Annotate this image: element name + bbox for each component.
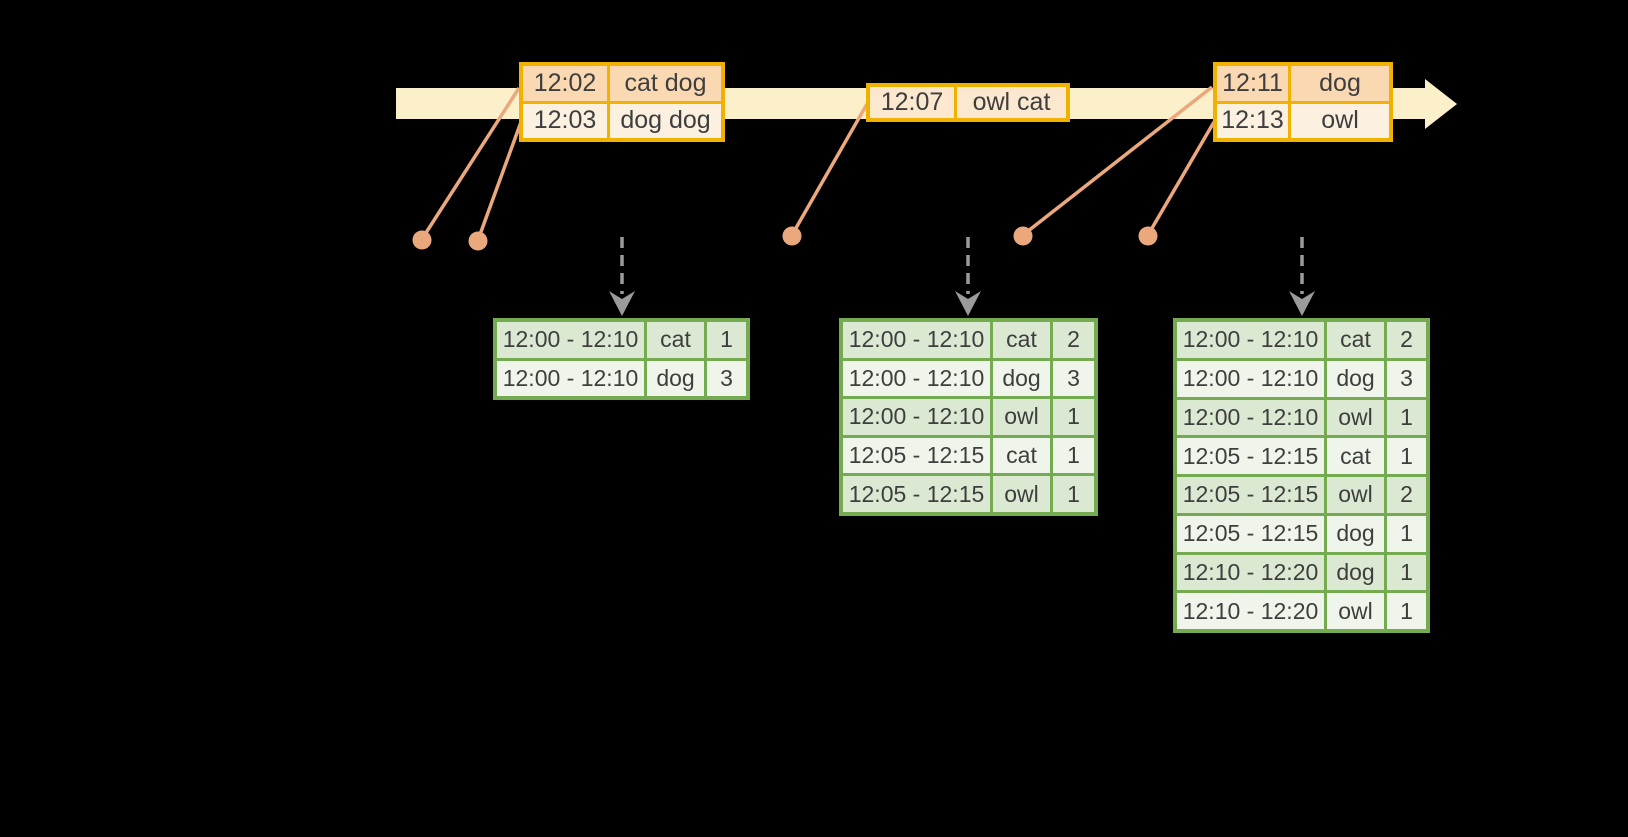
event-time-cell: 12:07 xyxy=(870,87,954,118)
window-cell: 12:00 - 12:10 xyxy=(1177,399,1324,436)
window-cell: 12:05 - 12:15 xyxy=(1177,477,1324,513)
window-cell: 12:00 - 12:10 xyxy=(1177,360,1324,397)
event-connector-line xyxy=(1146,121,1216,236)
count-cell: 1 xyxy=(1053,437,1094,474)
count-cell: 1 xyxy=(1053,476,1094,512)
window-cell: 12:05 - 12:15 xyxy=(1177,438,1324,474)
window-cell: 12:10 - 12:20 xyxy=(1177,593,1324,629)
count-cell: 1 xyxy=(1387,554,1426,591)
result-table-2: 12:00 - 12:10 cat 2 12:00 - 12:10 dog 3 … xyxy=(839,318,1098,516)
count-cell: 2 xyxy=(1387,477,1426,513)
trigger-arrowhead-icon xyxy=(955,291,981,316)
event-words-cell: dog dog xyxy=(610,103,721,138)
count-cell: 2 xyxy=(1053,322,1094,358)
event-words-cell: owl cat xyxy=(957,87,1066,118)
word-cell: owl xyxy=(993,476,1050,512)
word-cell: owl xyxy=(1327,593,1384,629)
count-cell: 3 xyxy=(1387,360,1426,397)
word-cell: owl xyxy=(1327,477,1384,513)
event-time-cell: 12:11 xyxy=(1217,66,1288,101)
trigger-arrowhead-icon xyxy=(609,291,635,316)
window-cell: 12:00 - 12:10 xyxy=(497,322,644,358)
trigger-arrowhead-icon xyxy=(1289,291,1315,316)
event-connector-line xyxy=(420,87,521,240)
word-cell: dog xyxy=(993,360,1050,397)
window-cell: 12:00 - 12:10 xyxy=(843,322,990,358)
word-cell: cat xyxy=(1327,322,1384,358)
window-cell: 12:00 - 12:10 xyxy=(497,360,644,396)
result-table-3: 12:00 - 12:10 cat 2 12:00 - 12:10 dog 3 … xyxy=(1173,318,1430,633)
event-connector-line xyxy=(476,121,523,241)
count-cell: 1 xyxy=(1387,515,1426,552)
event-table-1: 12:02 cat dog 12:03 dog dog xyxy=(519,62,725,142)
window-cell: 12:00 - 12:10 xyxy=(1177,322,1324,358)
event-connector-line xyxy=(1021,85,1214,237)
word-cell: cat xyxy=(993,437,1050,474)
event-words-cell: dog xyxy=(1291,66,1389,101)
count-cell: 1 xyxy=(1387,593,1426,629)
window-cell: 12:10 - 12:20 xyxy=(1177,554,1324,591)
word-cell: owl xyxy=(993,399,1050,435)
window-cell: 12:00 - 12:10 xyxy=(843,360,990,397)
window-cell: 12:05 - 12:15 xyxy=(1177,515,1324,552)
word-cell: cat xyxy=(993,322,1050,358)
event-words-cell: cat dog xyxy=(610,66,721,101)
event-time-cell: 12:03 xyxy=(523,103,607,138)
event-time-cell: 12:13 xyxy=(1217,103,1288,138)
event-dot xyxy=(782,226,802,246)
event-dot xyxy=(468,231,488,251)
event-words-cell: owl xyxy=(1291,103,1389,138)
word-cell: cat xyxy=(647,322,704,358)
event-dot xyxy=(412,230,432,250)
word-cell: dog xyxy=(1327,554,1384,591)
event-connector-line xyxy=(790,103,869,236)
word-cell: dog xyxy=(1327,515,1384,552)
count-cell: 2 xyxy=(1387,322,1426,358)
event-table-2: 12:07 owl cat xyxy=(866,83,1070,122)
event-time-cell: 12:02 xyxy=(523,66,607,101)
count-cell: 3 xyxy=(1053,360,1094,397)
event-table-3: 12:11 dog 12:13 owl xyxy=(1213,62,1393,142)
window-cell: 12:05 - 12:15 xyxy=(843,437,990,474)
count-cell: 1 xyxy=(707,322,746,358)
event-dot xyxy=(1138,226,1158,246)
count-cell: 3 xyxy=(707,360,746,396)
event-dot xyxy=(1013,226,1033,246)
count-cell: 1 xyxy=(1387,399,1426,436)
count-cell: 1 xyxy=(1053,399,1094,435)
word-cell: dog xyxy=(1327,360,1384,397)
window-cell: 12:05 - 12:15 xyxy=(843,476,990,512)
count-cell: 1 xyxy=(1387,438,1426,474)
word-cell: cat xyxy=(1327,438,1384,474)
word-cell: dog xyxy=(647,360,704,396)
window-cell: 12:00 - 12:10 xyxy=(843,399,990,435)
result-table-1: 12:00 - 12:10 cat 1 12:00 - 12:10 dog 3 xyxy=(493,318,750,400)
word-cell: owl xyxy=(1327,399,1384,436)
